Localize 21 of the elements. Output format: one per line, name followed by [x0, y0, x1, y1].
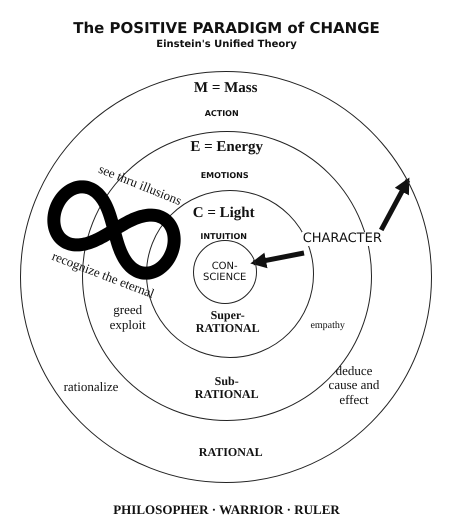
ring-label: RATIONAL	[198, 446, 264, 460]
ring-label: Sub- RATIONAL	[194, 374, 260, 401]
ring-label: EMOTIONS	[200, 172, 250, 182]
annotation-text: rationalize	[62, 380, 120, 394]
node-label: CHARACTER	[302, 232, 383, 246]
subtitle: Einstein's Unified Theory	[155, 39, 298, 50]
caption: PHILOSOPHER · WARRIOR · RULER	[112, 503, 341, 518]
ring-circle	[20, 71, 432, 483]
ring-label: greed exploit	[108, 303, 147, 332]
ring-label: Super- RATIONAL	[194, 308, 261, 335]
ring-label: ACTION	[204, 110, 240, 120]
title: The POSITIVE PARADIGM of CHANGE	[72, 20, 381, 36]
ring-label: empathy	[309, 320, 346, 332]
ring-label: C = Light	[192, 205, 256, 222]
ring-label: M = Mass	[192, 80, 258, 97]
arrow	[379, 177, 410, 232]
ring-label: E = Energy	[189, 139, 264, 156]
ring-label: INTUITION	[199, 233, 248, 242]
annotation-text: deduce cause and effect	[328, 364, 380, 407]
ring-label: CON- SCIENCE	[202, 260, 248, 283]
ring-circle	[193, 240, 257, 304]
